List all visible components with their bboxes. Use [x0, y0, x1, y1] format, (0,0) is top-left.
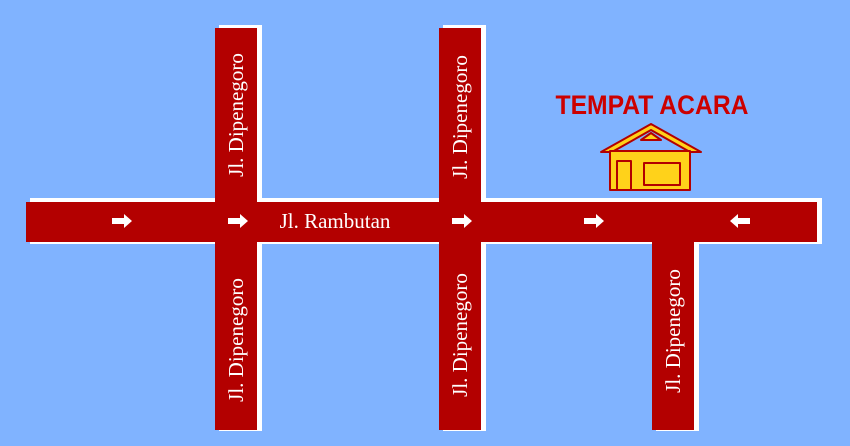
- road-label-main: Jl. Rambutan: [280, 209, 391, 233]
- right-arrow-icon: [228, 214, 248, 228]
- left-arrow-icon: [730, 214, 750, 228]
- road-network: [26, 28, 817, 430]
- right-arrow-icon: [112, 214, 132, 228]
- road-label-vertical-3: Jl. Dipenegoro: [661, 269, 685, 393]
- house-icon: [600, 123, 702, 191]
- road-label-vertical-2-top: Jl. Dipenegoro: [448, 55, 472, 179]
- road-label-vertical-2-bottom: Jl. Dipenegoro: [448, 273, 472, 397]
- road-vertical-3: [652, 238, 694, 430]
- right-arrow-icon: [452, 214, 472, 228]
- road-label-vertical-1-bottom: Jl. Dipenegoro: [224, 278, 248, 402]
- venue-label: TEMPAT ACARA: [556, 90, 749, 120]
- right-arrow-icon: [584, 214, 604, 228]
- road-main-horizontal: [26, 202, 817, 242]
- road-label-vertical-1-top: Jl. Dipenegoro: [224, 53, 248, 177]
